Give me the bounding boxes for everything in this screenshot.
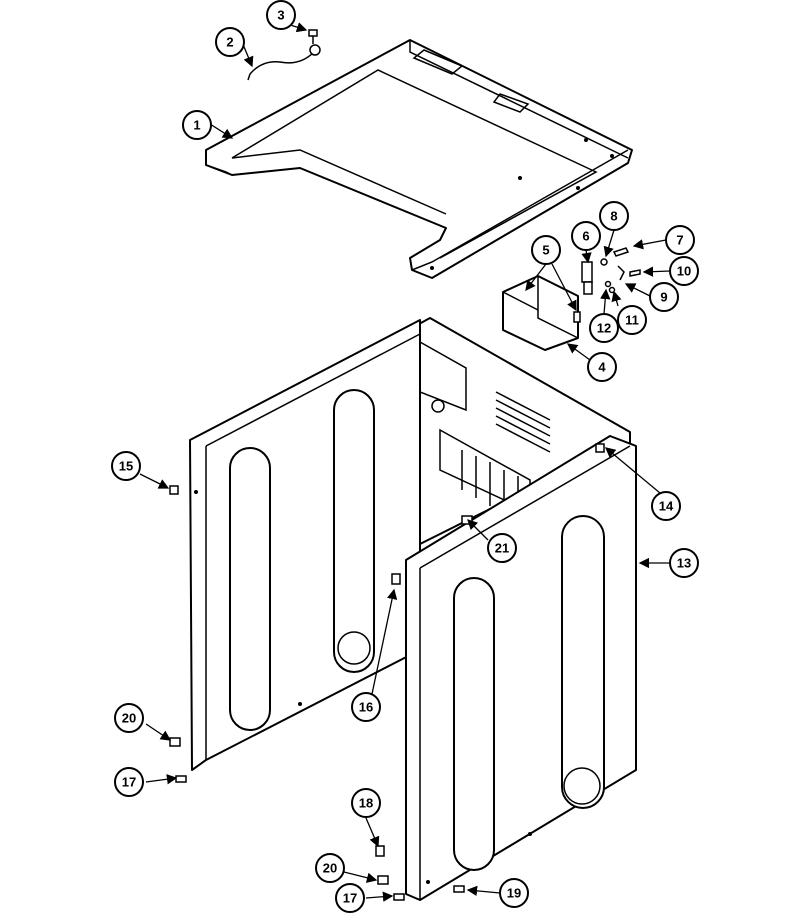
callout-15-label: 15 <box>119 459 133 474</box>
callout-9: 9 <box>649 282 679 312</box>
callout-17-left-label: 17 <box>122 775 136 790</box>
callout-16-label: 16 <box>359 700 373 715</box>
screw-3 <box>308 29 318 44</box>
callout-21-label: 21 <box>495 541 509 556</box>
leader-lines <box>139 21 671 902</box>
callout-17-left: 17 <box>114 767 144 797</box>
callout-14: 14 <box>651 491 681 521</box>
callout-2-label: 2 <box>226 35 233 50</box>
callout-20-left: 20 <box>114 703 144 733</box>
callout-10-label: 10 <box>677 264 691 279</box>
callout-5-label: 5 <box>542 243 549 258</box>
left-side-panel <box>189 319 421 771</box>
callout-21: 21 <box>487 533 517 563</box>
callout-3: 3 <box>266 0 296 30</box>
callout-13-label: 13 <box>677 556 691 571</box>
callout-14-label: 14 <box>659 499 674 514</box>
panel-clips <box>169 443 605 901</box>
control-bracket <box>502 275 579 351</box>
callout-19-label: 19 <box>507 886 521 901</box>
callout-3-label: 3 <box>277 8 284 23</box>
callout-20-left-label: 20 <box>122 711 136 726</box>
callout-9-label: 9 <box>660 290 667 305</box>
ground-wire <box>247 44 321 81</box>
callout-17-bottom-label: 17 <box>343 891 357 906</box>
callout-18: 18 <box>351 788 381 818</box>
callout-10: 10 <box>669 256 699 286</box>
right-side-panel <box>405 435 637 901</box>
callout-8-label: 8 <box>610 209 617 224</box>
callout-6-label: 6 <box>582 229 589 244</box>
callout-13: 13 <box>669 548 699 578</box>
callout-20-bottom: 20 <box>315 853 345 883</box>
cabinet-rear <box>407 317 631 551</box>
callout-12: 12 <box>589 313 619 343</box>
callout-1-label: 1 <box>193 118 200 133</box>
callout-7-label: 7 <box>676 233 683 248</box>
callout-8: 8 <box>599 201 629 231</box>
callout-4-label: 4 <box>598 360 606 375</box>
callout-20-bottom-label: 20 <box>323 861 337 876</box>
callout-17-bottom: 17 <box>335 883 365 913</box>
callout-6: 6 <box>571 221 601 251</box>
callout-2: 2 <box>215 27 245 57</box>
callout-12-label: 12 <box>597 321 611 336</box>
callout-18-label: 18 <box>359 796 373 811</box>
callout-19: 19 <box>499 878 529 908</box>
callout-11: 11 <box>617 305 647 335</box>
callout-7: 7 <box>665 225 695 255</box>
callout-11-label: 11 <box>625 313 639 328</box>
callout-16: 16 <box>351 692 381 722</box>
callout-15: 15 <box>111 451 141 481</box>
callout-1: 1 <box>182 110 212 140</box>
top-panel <box>205 39 633 279</box>
callout-5: 5 <box>531 235 561 265</box>
callout-4: 4 <box>587 352 617 382</box>
